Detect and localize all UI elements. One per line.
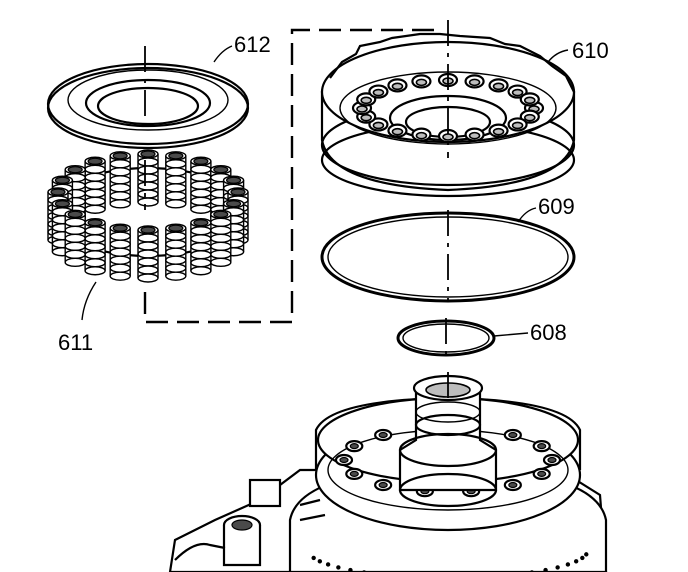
- callouts: 612 610 609 608 611: [58, 32, 609, 355]
- label-610: 610: [572, 38, 609, 63]
- spring-assembly-611: [47, 149, 249, 286]
- piston-612: [46, 46, 250, 150]
- grouping-dashed-line: [143, 28, 440, 324]
- inner-seal-608: [396, 318, 496, 357]
- leader-608: [493, 332, 529, 337]
- label-608: 608: [530, 320, 567, 345]
- label-609: 609: [538, 194, 575, 219]
- leader-611: [81, 281, 97, 321]
- leader-609: [517, 207, 537, 223]
- outer-seal-609: [320, 210, 576, 303]
- housing-610: [320, 20, 576, 198]
- leader-612: [213, 45, 233, 63]
- label-612: 612: [234, 32, 271, 57]
- leader-610: [547, 49, 569, 63]
- transmission-case: [168, 372, 608, 572]
- label-611: 611: [58, 330, 93, 355]
